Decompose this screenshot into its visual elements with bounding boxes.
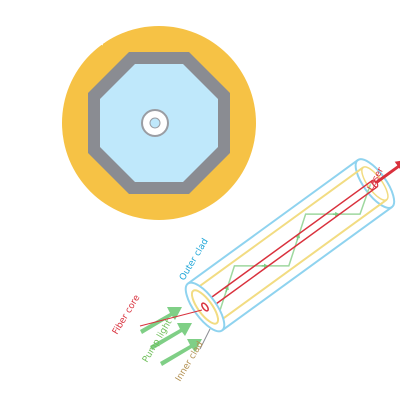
inner-clad-edge-bottom xyxy=(216,198,388,324)
pump-arrow-3 xyxy=(160,339,202,366)
fiber-core-line-top xyxy=(202,179,373,305)
fiber-cross-section: www.glassfibercable.com www.glassfiberca… xyxy=(62,9,256,251)
label-fiber-core: Fiber core xyxy=(111,293,143,337)
inner-clad-leader xyxy=(199,328,211,350)
zigzag-arrow-4 xyxy=(332,211,340,217)
zigzag-arrow-2 xyxy=(261,263,269,269)
outer-clad-edge-bottom xyxy=(221,206,393,332)
inner-clad-edge-top xyxy=(192,166,364,292)
pump-arrow-2 xyxy=(150,323,192,350)
fiber-core-line-bottom xyxy=(206,186,378,311)
fiber-core-dot xyxy=(149,117,161,129)
fiber-core-end-left xyxy=(201,302,209,312)
fiber-cylinder xyxy=(184,158,400,333)
zigzag-arrow-3 xyxy=(295,233,301,241)
laser-arrow xyxy=(375,159,400,184)
outer-clad-edge-top xyxy=(187,159,359,285)
zigzag-arrow-1 xyxy=(224,285,229,292)
fiber-core-leader xyxy=(139,309,203,327)
